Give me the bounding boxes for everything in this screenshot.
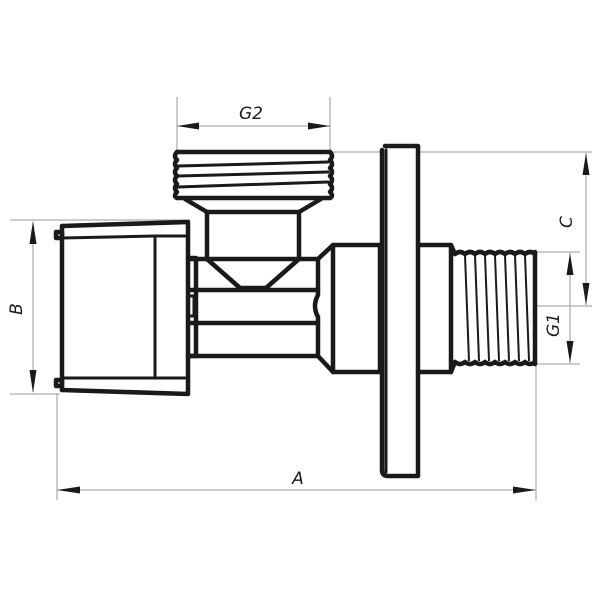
- arrow-right-icon: [513, 486, 536, 494]
- valve-part-handle: [53, 219, 199, 397]
- dimension-label-b: B: [7, 303, 27, 315]
- arrow-up-icon: [29, 221, 37, 244]
- arrow-down-icon: [29, 370, 37, 393]
- dimension-label-c: C: [557, 216, 577, 228]
- arrow-down-icon: [566, 341, 574, 363]
- arrow-down-icon: [582, 283, 590, 305]
- arrow-up-icon: [582, 153, 590, 175]
- dimension-label-a: A: [291, 469, 304, 489]
- valve-part-collar: [315, 242, 383, 375]
- dimension-c: C: [557, 153, 590, 305]
- arrow-left-icon: [177, 122, 199, 130]
- valve-part-body: [182, 196, 324, 359]
- dimension-g1: G1: [544, 253, 574, 363]
- extension-lines: [10, 97, 592, 500]
- valve-part-g2-thread: [172, 149, 335, 201]
- dimension-label-g1: G1: [544, 313, 564, 337]
- valve-part-g1-collar: [415, 242, 458, 375]
- dimension-label-g2: G2: [239, 104, 263, 124]
- dimension-g2: G2: [177, 104, 330, 130]
- arrow-left-icon: [57, 486, 80, 494]
- dimension-a: A: [57, 469, 536, 494]
- valve-part-flange: [379, 143, 421, 479]
- arrow-up-icon: [566, 253, 574, 275]
- arrow-right-icon: [308, 122, 330, 130]
- dimension-b: B: [7, 221, 37, 393]
- valve-part-g1-thread: [452, 249, 538, 367]
